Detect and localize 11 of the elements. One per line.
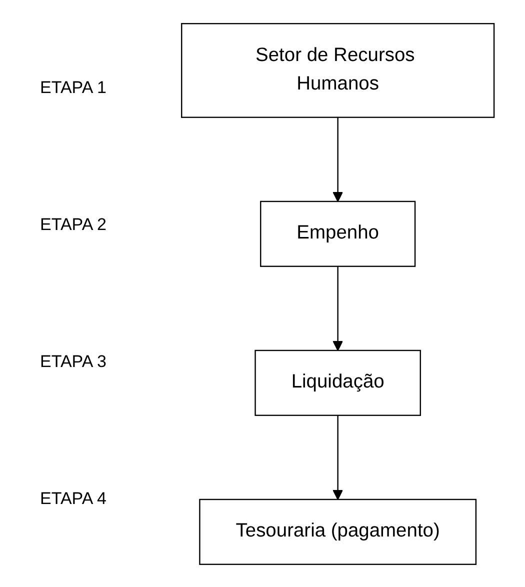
node-box: Setor de Recursos Humanos: [180, 22, 494, 118]
arrow: [332, 266, 343, 350]
node-box: Tesouraria (pagamento): [198, 498, 476, 564]
arrow: [332, 414, 343, 500]
stage-label: ETAPA 3: [40, 352, 108, 372]
stage-label: ETAPA 2: [40, 215, 108, 236]
node-box: Empenho: [260, 200, 416, 266]
stage-label: ETAPA 1: [40, 78, 108, 98]
node-box: Liquidação: [254, 349, 421, 416]
arrow: [332, 116, 343, 202]
stage-label: ETAPA 4: [40, 488, 108, 509]
